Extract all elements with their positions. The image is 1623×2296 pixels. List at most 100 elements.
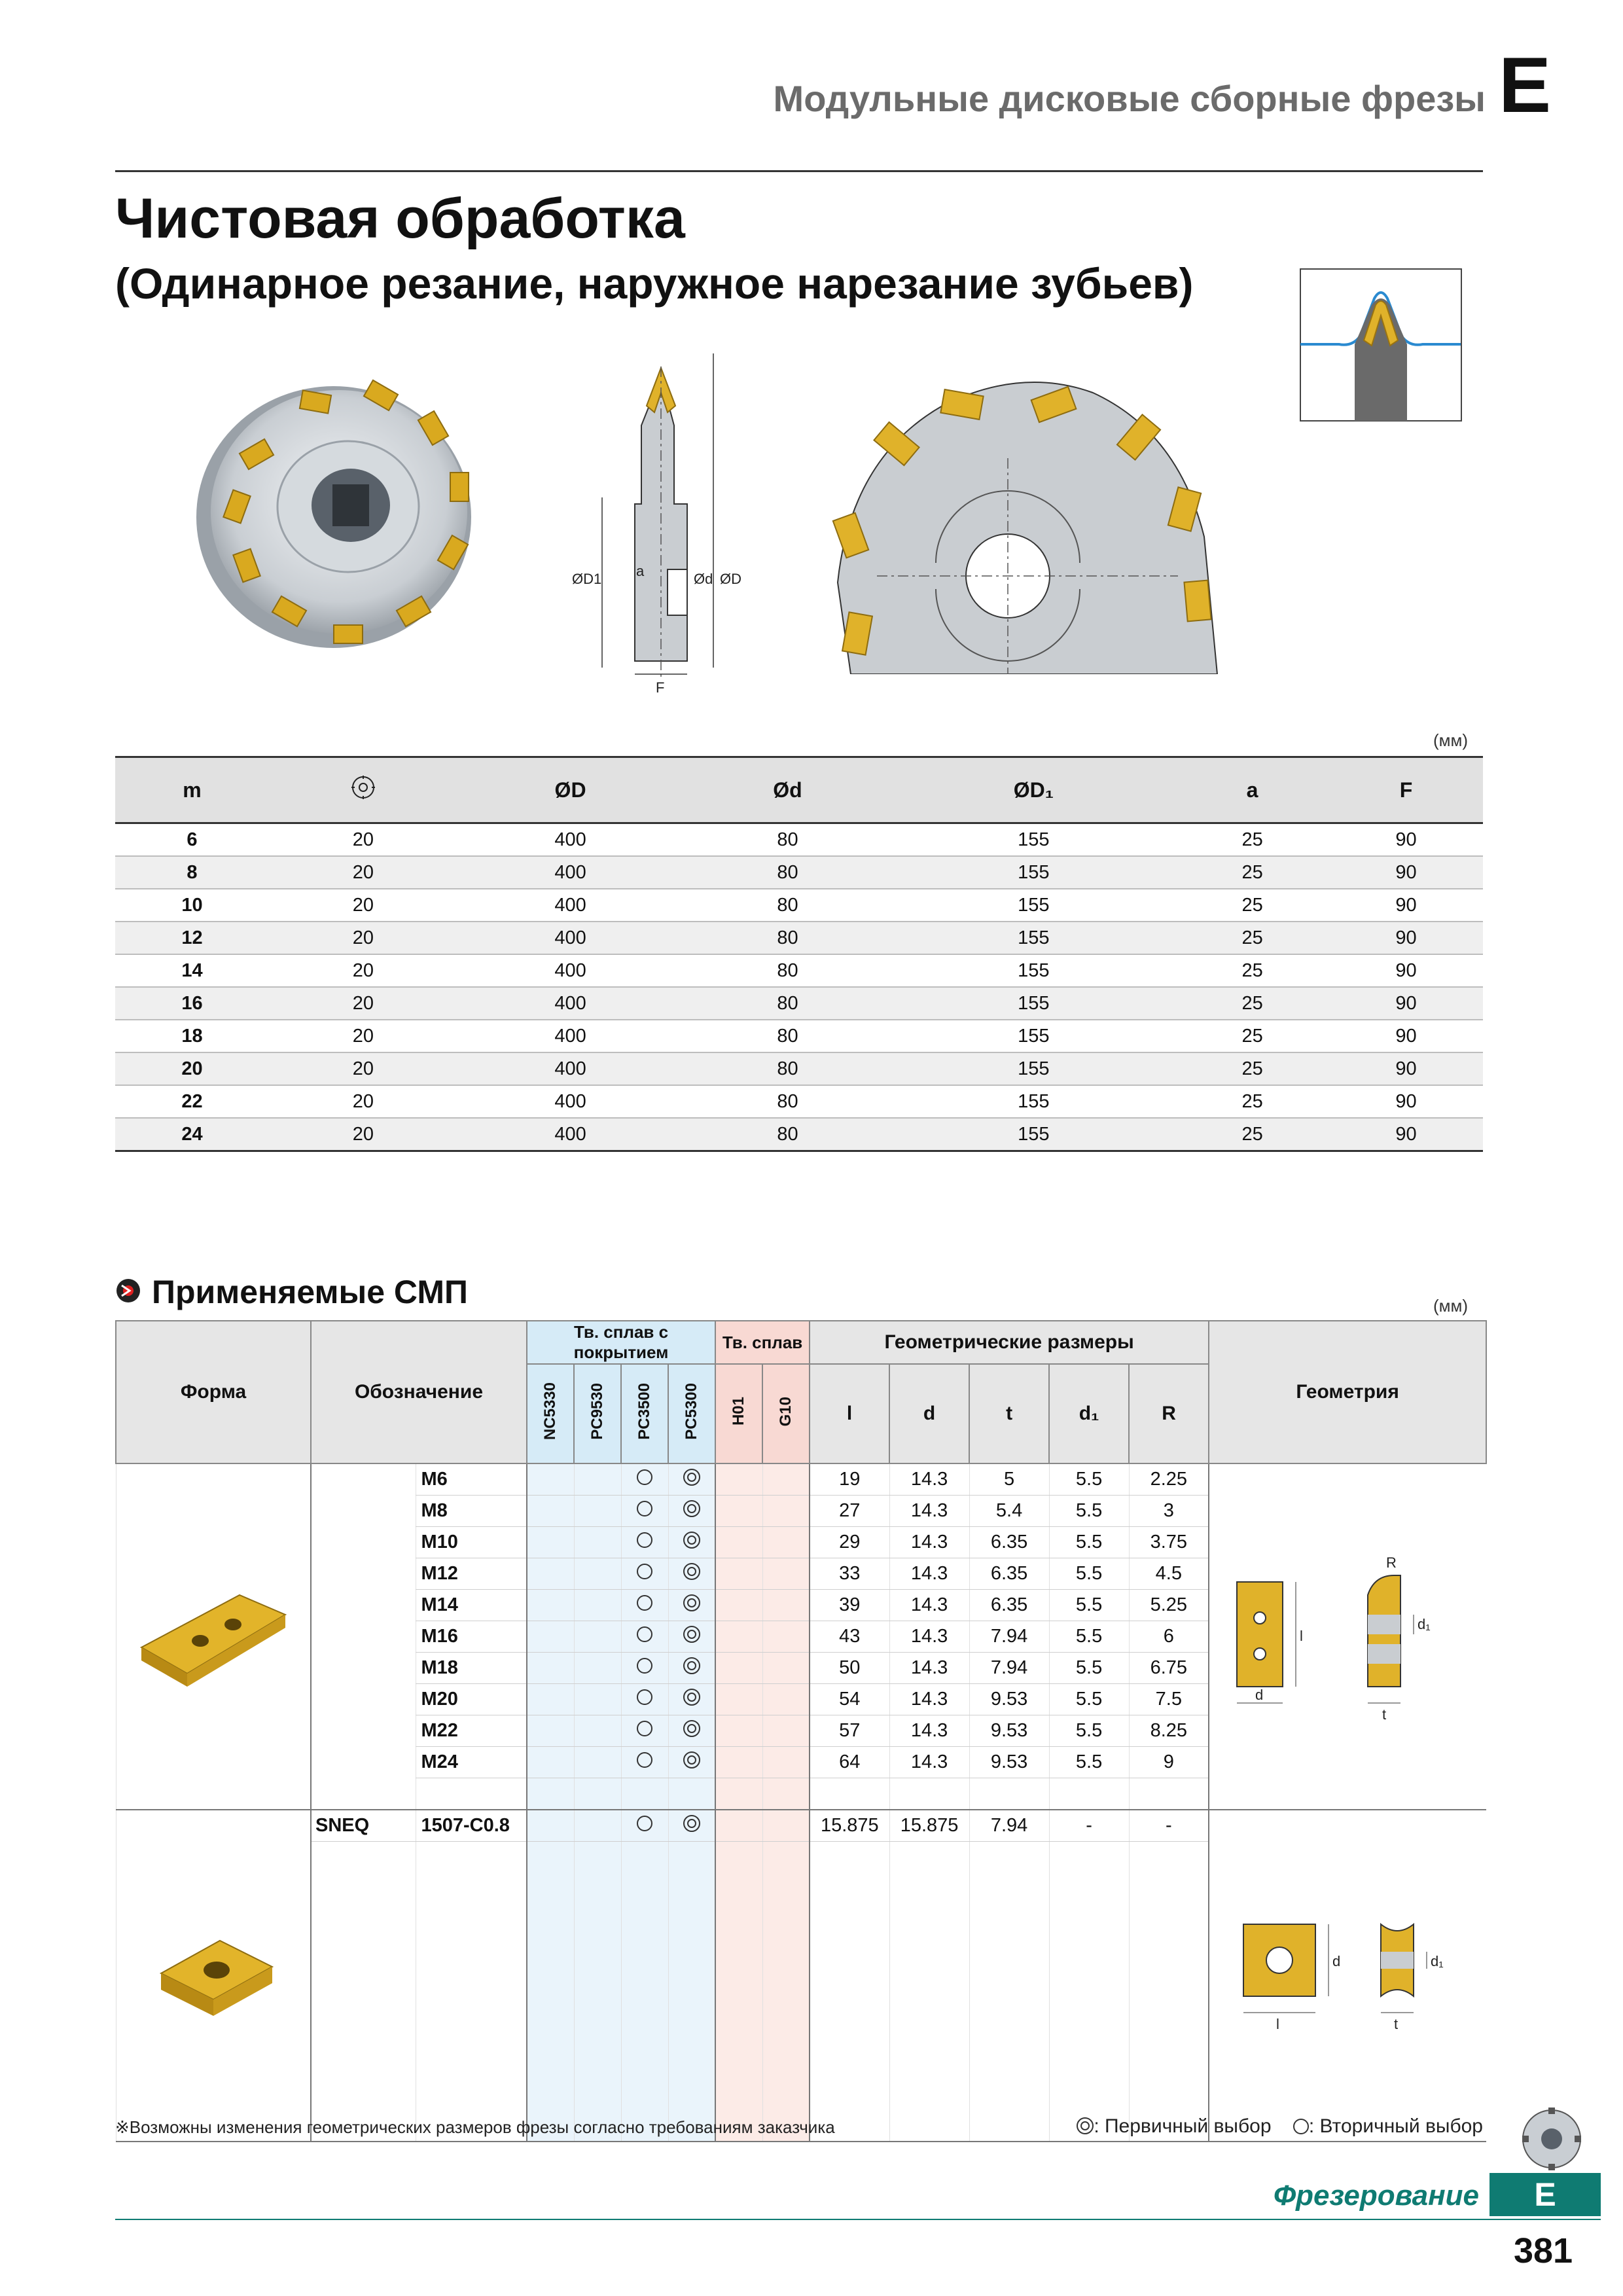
grade-cell-NC5330 <box>526 1683 574 1715</box>
spec-cell: 155 <box>891 1020 1176 1053</box>
grade-cell-PC9530 <box>573 1746 621 1778</box>
spacer-cell <box>969 1778 1050 1810</box>
grade-cell-PC3500 <box>620 1621 668 1653</box>
filler-cell <box>969 1841 1050 2142</box>
insert-code: M14 <box>415 1589 527 1621</box>
spec-cell: 400 <box>457 856 684 889</box>
grade-cell-NC5330 <box>526 1589 574 1621</box>
spec-cell: 400 <box>457 889 684 922</box>
section-title: Модульные дисковые сборные фрезы <box>773 78 1486 119</box>
insert-dim-l: 54 <box>809 1683 890 1715</box>
section-bullet-icon <box>116 1279 140 1302</box>
insert-code: M8 <box>415 1495 527 1527</box>
grade-cell-PC5300 <box>668 1715 716 1747</box>
insert-dim-R: - <box>1128 1810 1209 1842</box>
spec-cell: 20 <box>268 1085 457 1119</box>
tooth-profile-thumbnail <box>1300 268 1462 422</box>
col-header-t: t <box>969 1363 1050 1464</box>
spec-cell: 20 <box>115 1052 269 1086</box>
insert-row-filler <box>116 1841 1486 2142</box>
spec-cell: 25 <box>1175 1118 1330 1152</box>
grade-cell-PC9530 <box>573 1652 621 1684</box>
page-title: Чистовая обработка <box>115 187 685 250</box>
geom1-label-t: t <box>1382 1706 1386 1723</box>
insert-dim-t: 7.94 <box>969 1621 1050 1653</box>
grade-cell-G10 <box>762 1589 810 1621</box>
secondary-choice-icon <box>637 1689 652 1705</box>
insert-dim-d1: 5.5 <box>1048 1558 1130 1590</box>
spec-cell: 90 <box>1329 823 1483 857</box>
insert-form-cell-sneq <box>115 1810 311 2142</box>
dim-label-D1: ØD1 <box>572 571 601 587</box>
insert-dim-R: 9 <box>1128 1746 1209 1778</box>
grade-cell-NC5330 <box>526 1652 574 1684</box>
insert-code: M12 <box>415 1558 527 1590</box>
insert-dim-R: 3 <box>1128 1495 1209 1527</box>
dim-label-d: Ød <box>694 571 713 587</box>
spec-cell: 155 <box>891 856 1176 889</box>
grade-cell-PC5300 <box>668 1463 716 1496</box>
page-subtitle: (Одинарное резание, наружное нарезание з… <box>115 259 1194 308</box>
spacer-cell <box>889 1778 970 1810</box>
grade-cell-G10 <box>762 1683 810 1715</box>
spec-cell: 25 <box>1175 1052 1330 1086</box>
insert-dim-d: 14.3 <box>889 1463 970 1496</box>
spec-cell: 400 <box>457 1052 684 1086</box>
grade-cell-PC3500 <box>620 1495 668 1527</box>
insert-dim-d: 14.3 <box>889 1589 970 1621</box>
grade-cell-PC9530 <box>573 1526 621 1558</box>
spec-cell: 20 <box>268 889 457 922</box>
grade-cell-PC5300 <box>668 1683 716 1715</box>
insert-dim-l: 57 <box>809 1715 890 1747</box>
spec-cell: 90 <box>1329 922 1483 955</box>
cutter-section-drawing: ØD1 a Ød ØD F <box>572 353 741 696</box>
cutter-photo <box>196 379 471 648</box>
geom1-label-l: l <box>1300 1628 1303 1644</box>
footer-section-tab: E <box>1489 2173 1601 2216</box>
spec-cell: 6 <box>115 823 269 857</box>
spec-cell: 20 <box>268 823 457 857</box>
spec-cell: 155 <box>891 1085 1176 1119</box>
spec-cell: 25 <box>1175 954 1330 988</box>
dim-label-a: a <box>636 563 645 579</box>
col-header-m: m <box>115 756 269 824</box>
insert-dim-l: 50 <box>809 1652 890 1684</box>
filler-cell <box>573 1841 621 2142</box>
insert-dim-l: 19 <box>809 1463 890 1496</box>
spec-cell: 25 <box>1175 922 1330 955</box>
grade-cell-PC5300 <box>668 1652 716 1684</box>
grade-cell-PC5300 <box>668 1746 716 1778</box>
insert-dim-t: 9.53 <box>969 1683 1050 1715</box>
spacer-cell <box>573 1778 621 1810</box>
grade-cell-PC9530 <box>573 1715 621 1747</box>
spec-cell: 80 <box>683 987 892 1020</box>
col-header-geom-sizes: Геометрические размеры <box>809 1320 1210 1365</box>
grade-cell-G10 <box>762 1526 810 1558</box>
insert-dim-d: 15.875 <box>889 1810 970 1842</box>
secondary-choice-icon <box>637 1501 652 1516</box>
col-header-a: a <box>1175 756 1330 824</box>
spec-cell: 155 <box>891 889 1176 922</box>
spec-cell: 400 <box>457 922 684 955</box>
grade-cell-NC5330 <box>526 1526 574 1558</box>
grade-cell-PC5300 <box>668 1621 716 1653</box>
spec-cell: 400 <box>457 954 684 988</box>
spec-cell: 90 <box>1329 1052 1483 1086</box>
grade-cell-PC5300 <box>668 1526 716 1558</box>
spacer-cell <box>668 1778 716 1810</box>
grade-cell-G10 <box>762 1495 810 1527</box>
grade-cell-G10 <box>762 1463 810 1496</box>
spec-cell: 10 <box>115 889 269 922</box>
insert-dim-t: 7.94 <box>969 1652 1050 1684</box>
grade-cell-G10 <box>762 1715 810 1747</box>
spec-cell: 80 <box>683 1085 892 1119</box>
spec-cell: 20 <box>268 1118 457 1152</box>
primary-choice-icon <box>683 1499 700 1517</box>
section-letter: E <box>1499 41 1552 129</box>
